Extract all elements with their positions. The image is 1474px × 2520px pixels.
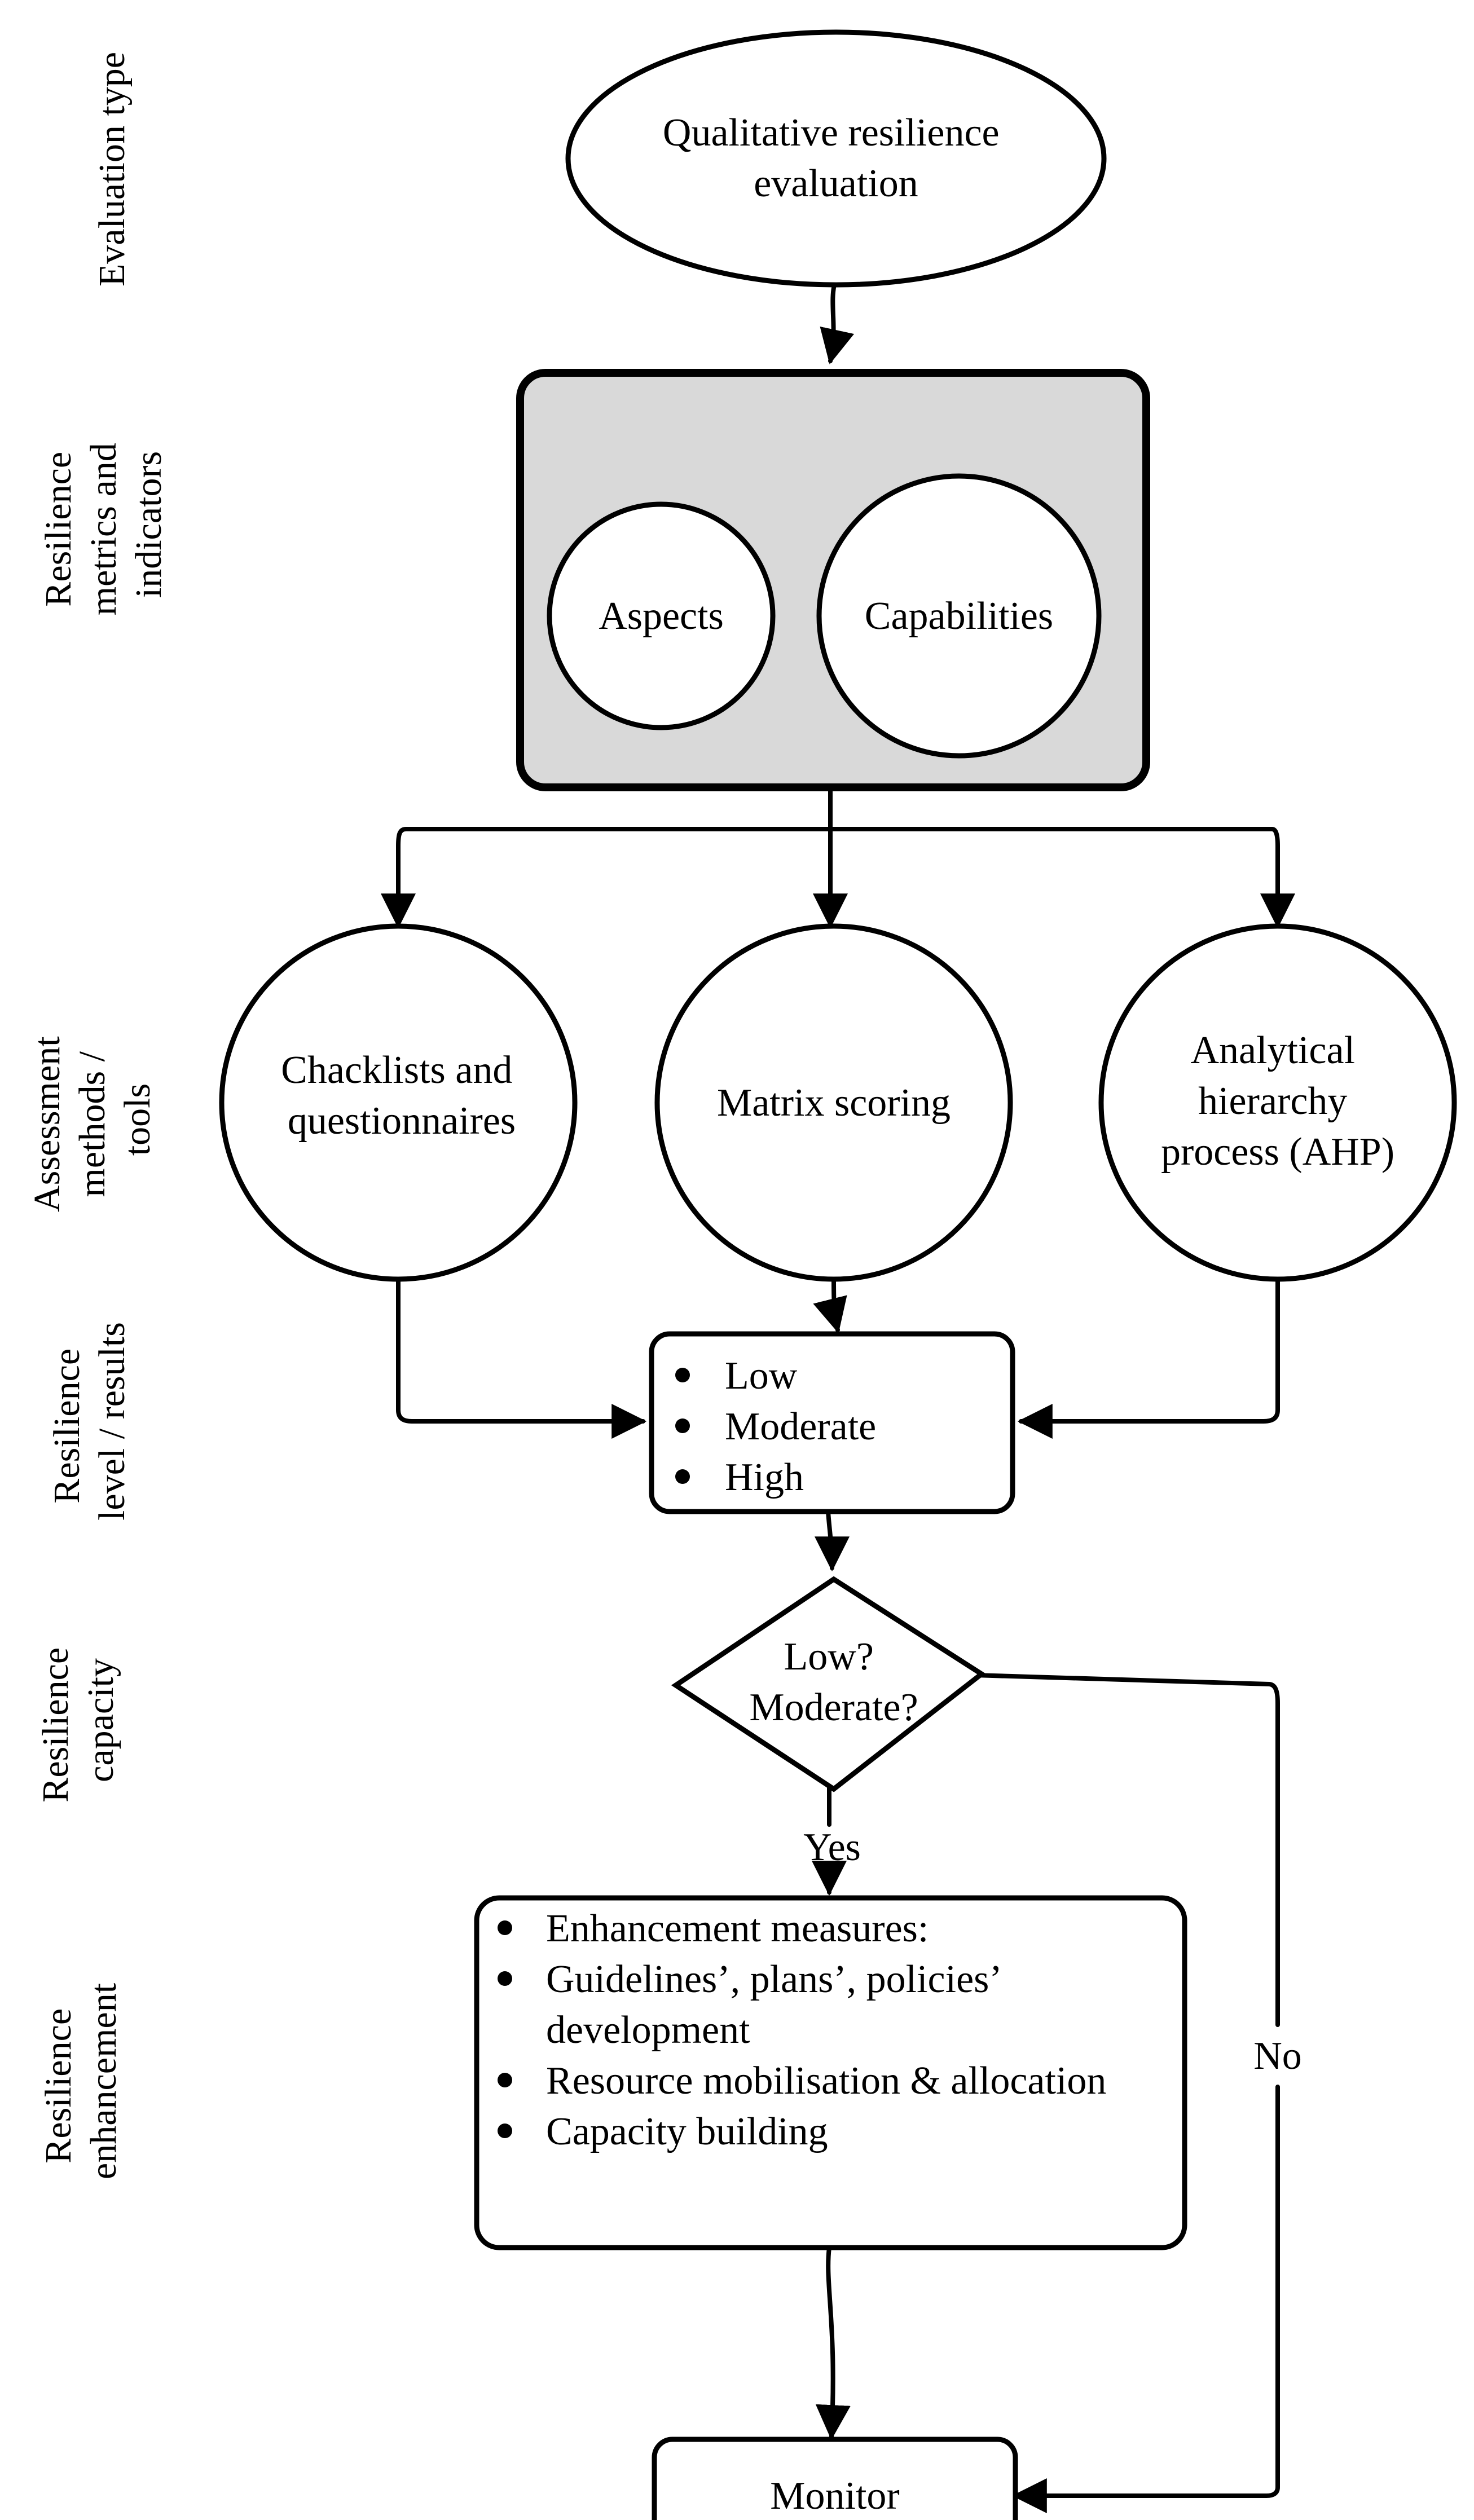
decision-node: Low? Moderate? bbox=[671, 1576, 986, 1792]
results-bullet-2 bbox=[675, 1418, 690, 1433]
arrow-enhancement-to-monitor bbox=[815, 2245, 851, 2440]
checklists-circle bbox=[219, 923, 578, 1282]
matrix-label: Matrix scoring bbox=[717, 1081, 951, 1125]
arrow-to-ahp bbox=[828, 827, 1295, 929]
line-no-upper bbox=[973, 1673, 1280, 2027]
monitor-node: Monitor bbox=[652, 2437, 1018, 2520]
capabilities-label: Capabilities bbox=[865, 594, 1053, 638]
enhancement-box bbox=[474, 1895, 1187, 2250]
enhancement-bullet-3 bbox=[498, 2073, 512, 2087]
arrow-ahp-to-results bbox=[1017, 1275, 1280, 1439]
enhancement-bullet-1 bbox=[498, 1920, 512, 1935]
metrics-panel: Aspects Capabilities bbox=[516, 369, 1150, 791]
row-label-evaluation-type: Evaluation type bbox=[91, 52, 133, 287]
row-label-metrics-text: Resilience metrics and indicators bbox=[38, 434, 169, 616]
row-label-methods-text: Assessment methods / tools bbox=[27, 1027, 158, 1212]
ahp-label: Analytical hierarchy process (AHP) bbox=[1161, 1029, 1394, 1174]
row-label-capacity: Resilience capacity bbox=[35, 1638, 121, 1803]
connectors bbox=[381, 280, 1295, 2513]
decision-label: Low? Moderate? bbox=[749, 1635, 918, 1729]
arrow-results-to-decision bbox=[814, 1509, 850, 1572]
enhancement-node: Enhancement measures: Guidelines’, plans… bbox=[474, 1895, 1187, 2250]
results-bullet-1 bbox=[675, 1368, 690, 1382]
matrix-circle bbox=[654, 923, 1013, 1282]
arrow-checklists-to-results bbox=[396, 1275, 647, 1439]
row-label-enhancement-text: Resilience enhancement bbox=[38, 1983, 124, 2179]
decision-diamond bbox=[671, 1576, 986, 1792]
results-bullet-3 bbox=[675, 1469, 690, 1484]
aspects-label: Aspects bbox=[599, 594, 724, 638]
ahp-circle bbox=[1098, 923, 1457, 1282]
arrow-no-to-monitor bbox=[1011, 2085, 1280, 2513]
matrix-node: Matrix scoring bbox=[654, 923, 1013, 1282]
results-box bbox=[649, 1331, 1015, 1514]
arrow-start-to-metrics bbox=[820, 280, 855, 365]
monitor-label: Monitor bbox=[770, 2474, 899, 2518]
row-label-level-text: Resilience level / results bbox=[46, 1322, 133, 1521]
edge-label-no: No bbox=[1253, 2034, 1302, 2078]
arrow-to-checklists bbox=[381, 827, 833, 929]
start-ellipse bbox=[565, 29, 1107, 288]
enhancement-list: Enhancement measures: Guidelines’, plans… bbox=[546, 1907, 1116, 2153]
results-list: Low Moderate High bbox=[725, 1354, 886, 1499]
checklists-node: Chacklists and questionnaires bbox=[219, 923, 578, 1282]
row-label-metrics: Resilience metrics and indicators bbox=[38, 434, 169, 616]
edge-label-yes: Yes bbox=[803, 1826, 861, 1869]
checklists-label: Chacklists and questionnaires bbox=[281, 1048, 522, 1143]
row-label-level: Resilience level / results bbox=[46, 1322, 133, 1521]
results-node: Low Moderate High bbox=[649, 1331, 1015, 1514]
start-node: Qualitative resilience evaluation bbox=[565, 29, 1107, 288]
arrow-matrix-to-results bbox=[813, 1278, 847, 1334]
ahp-node: Analytical hierarchy process (AHP) bbox=[1098, 923, 1457, 1282]
row-label-evaluation-type-line-1: Evaluation type bbox=[91, 52, 133, 287]
aspects-circle bbox=[547, 501, 776, 730]
monitor-box bbox=[652, 2437, 1018, 2520]
row-label-methods: Assessment methods / tools bbox=[27, 1027, 158, 1212]
enhancement-bullet-4 bbox=[498, 2124, 512, 2138]
row-label-enhancement: Resilience enhancement bbox=[38, 1983, 124, 2179]
capabilities-circle bbox=[816, 473, 1102, 759]
row-label-capacity-text: Resilience capacity bbox=[35, 1638, 121, 1802]
start-label: Qualitative resilience evaluation bbox=[663, 111, 1009, 205]
enhancement-bullet-2 bbox=[498, 1971, 512, 1986]
